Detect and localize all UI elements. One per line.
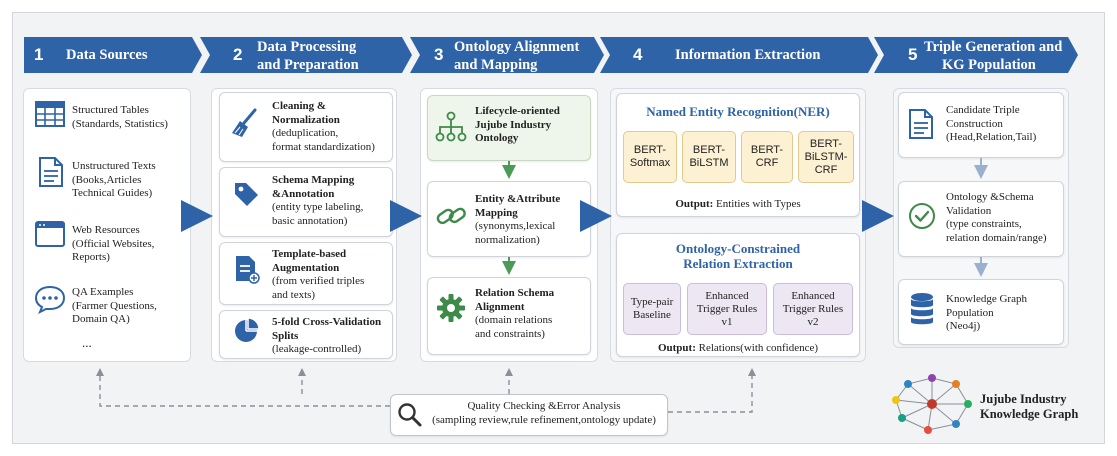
broom-icon (232, 108, 257, 137)
stage-title-line2: and Mapping (454, 57, 538, 73)
database-icon (911, 293, 933, 325)
stage-header-3: 3 Ontology Alignment and Mapping (410, 37, 604, 73)
stage-title: Data Sources (66, 47, 148, 63)
stage-number: 2 (233, 45, 243, 64)
stage-number: 3 (434, 45, 444, 64)
ner-model-bert-bilstm: BERT-BiLSTM (682, 131, 736, 183)
stage-header-4: 4 Information Extraction (600, 37, 878, 73)
stage-title-line1: Data Processing (257, 39, 357, 55)
stage-header-1: 1 Data Sources (24, 37, 202, 73)
ner-output: Output: Entities with Types (675, 198, 801, 210)
stage-number: 5 (908, 45, 918, 64)
stage-header-5: 5 Triple Generation and KG Population (874, 37, 1078, 73)
tag-icon (235, 183, 258, 206)
source-item-qa-examples: QA Examples(Farmer Questions,Domain QA) (72, 286, 157, 325)
stage-title-line2: KG Population (942, 57, 1036, 73)
check-circle-icon (909, 203, 935, 229)
stage-number: 1 (34, 45, 44, 64)
stage-title-line1: Triple Generation and (924, 39, 1063, 55)
pie-icon (235, 317, 260, 342)
quality-checking-box (390, 394, 668, 436)
source-item-web-resources: Web Resources(Official Websites,Reports) (72, 224, 155, 263)
lifecycle-ontology-card (427, 95, 591, 161)
chat-bubble-icon (34, 285, 66, 314)
stage-header-2: 2 Data Processing and Preparation (200, 37, 412, 73)
web-icon (35, 221, 65, 247)
gear-icon (437, 294, 465, 322)
document-icon (909, 109, 933, 139)
ner-model-bert-bilstm-crf: BERT-BiLSTM-CRF (798, 131, 854, 183)
relation-output: Output: Relations(with confidence) (657, 342, 819, 354)
magnifier-icon (398, 403, 422, 427)
feedback-to-extraction (668, 372, 753, 413)
cleaning-text: Cleaning &Normalization (deduplication,f… (272, 100, 375, 153)
more-sources-ellipsis: ... (82, 335, 92, 350)
ner-model-bert-crf: BERT-CRF (741, 131, 793, 183)
schema-mapping-text: Schema Mapping&Annotation (entity type l… (272, 174, 364, 227)
ner-model-bert-softmax: BERT-Softmax (623, 131, 677, 183)
link-icon (436, 207, 466, 225)
table-icon (35, 101, 65, 127)
document-icon (39, 157, 63, 187)
stage-title: Information Extraction (675, 47, 821, 63)
stage-title-line2: and Preparation (257, 57, 359, 73)
source-item-structured-tables: Structured Tables(Standards, Statistics) (72, 104, 168, 130)
ner-title: Named Entity Recognition(NER) (646, 104, 830, 119)
hierarchy-icon (435, 111, 467, 142)
feedback-line (99, 372, 390, 407)
knowledge-graph-network-icon (892, 374, 972, 434)
quality-checking-text: Quality Checking &Error Analysis(samplin… (432, 400, 656, 426)
stage-number: 4 (633, 45, 643, 64)
stage-title-line1: Ontology Alignment (454, 39, 580, 55)
template-doc-icon (236, 256, 260, 284)
